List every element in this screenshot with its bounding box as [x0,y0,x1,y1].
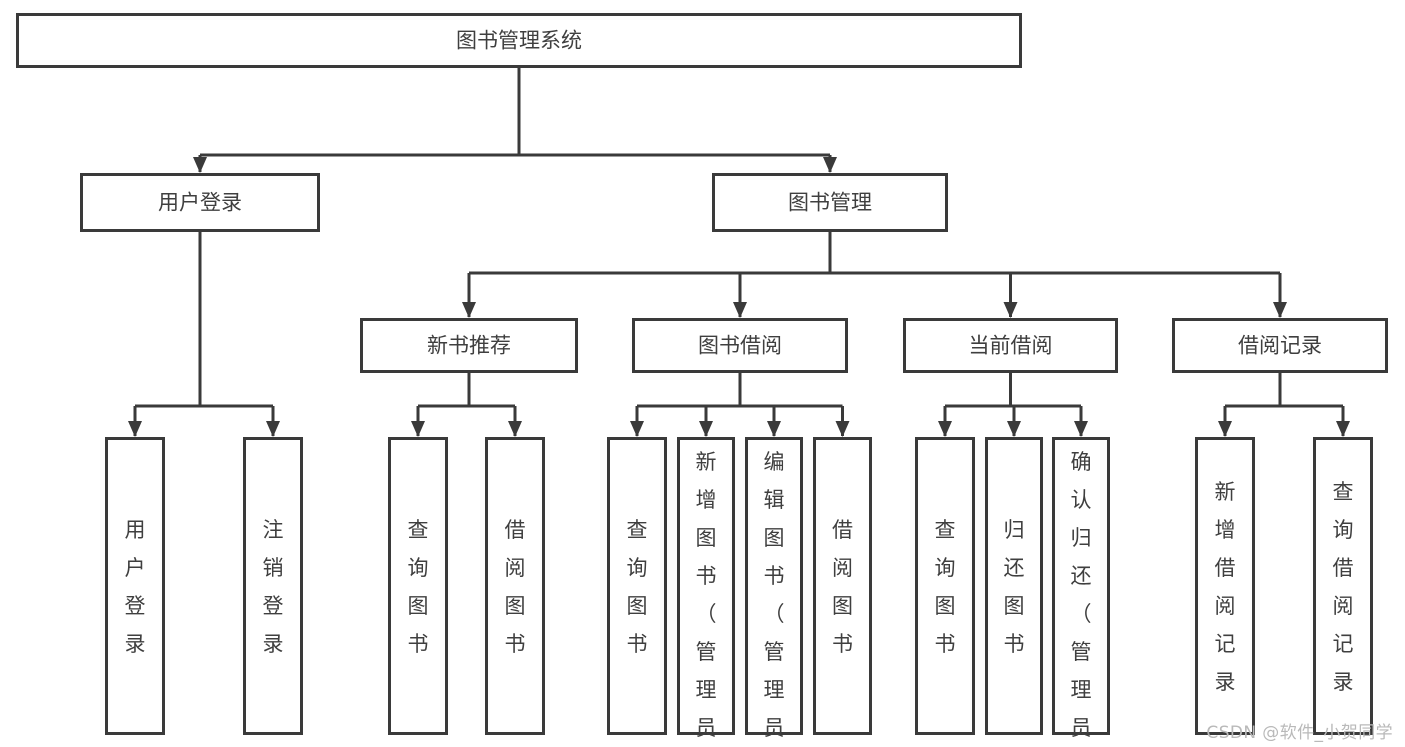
arrow-head-icon [1218,421,1232,437]
node-box [745,437,803,735]
node-box [607,437,667,735]
node-box [388,437,448,735]
node-book-manage[interactable]: 图书管理 [712,173,948,232]
node-leaf-return-book[interactable]: 归还图书 [985,437,1043,735]
node-box [632,318,848,373]
node-box [813,437,872,735]
node-label: 当前借阅 [969,334,1053,358]
node-leaf-edit-book[interactable]: 编辑图书（管理员） [745,437,803,747]
node-label: 借阅图书 [832,518,853,656]
arrow-head-icon [508,421,522,437]
node-book-borrow[interactable]: 图书借阅 [632,318,848,373]
node-box [985,437,1043,735]
node-box [105,437,165,735]
node-box [915,437,975,735]
node-leaf-query-book-borrow[interactable]: 查询图书 [607,437,667,735]
node-layer: 图书管理系统用户登录图书管理新书推荐图书借阅当前借阅借阅记录用户登录注销登录查询… [16,13,1388,747]
node-label: 新增图书（管理员） [696,450,717,747]
arrow-head-icon [767,421,781,437]
node-label: 图书借阅 [698,334,782,358]
node-box [1052,437,1110,735]
arrow-head-icon [835,421,850,437]
node-new-book-rec[interactable]: 新书推荐 [360,318,578,373]
node-label: 编辑图书（管理员） [764,450,785,747]
node-label: 确认归还（管理员） [1071,450,1092,747]
arrow-head-icon [733,302,747,318]
arrow-head-icon [266,421,280,437]
node-label: 借阅图书 [505,518,526,656]
node-label: 图书管理 [788,191,872,215]
node-leaf-query-book-rec[interactable]: 查询图书 [388,437,448,735]
node-label: 查询图书 [935,518,956,656]
node-current-borrow[interactable]: 当前借阅 [903,318,1118,373]
node-root[interactable]: 图书管理系统 [16,13,1022,68]
arrow-head-icon [193,157,207,173]
arrow-head-icon [938,421,952,437]
node-label: 新书推荐 [427,334,511,358]
node-box [16,13,1022,68]
node-box [903,318,1118,373]
arrow-head-icon [1336,421,1350,437]
arrow-head-icon [128,421,142,437]
node-box [360,318,578,373]
node-leaf-query-record[interactable]: 查询借阅记录 [1313,437,1373,735]
node-leaf-confirm-return[interactable]: 确认归还（管理员） [1052,437,1110,747]
node-box [243,437,303,735]
arrow-head-icon [1273,302,1287,318]
node-label: 用户登录 [125,518,146,656]
node-box [677,437,735,735]
node-label: 归还图书 [1004,518,1025,656]
node-leaf-borrow-book-rec[interactable]: 借阅图书 [485,437,545,735]
arrow-head-icon [1007,421,1021,437]
watermark-label: CSDN @软件_小贺同学 [1206,723,1393,743]
connector-layer [128,68,1350,437]
arrow-head-icon [699,421,713,437]
node-box [1313,437,1373,735]
node-leaf-borrow-book[interactable]: 借阅图书 [813,437,872,735]
node-label: 查询借阅记录 [1333,480,1354,694]
node-label: 图书管理系统 [456,29,582,53]
node-label: 查询图书 [627,518,648,656]
arrow-head-icon [462,302,476,318]
node-label: 用户登录 [158,191,242,215]
node-box [1195,437,1255,735]
arrow-head-icon [411,421,425,437]
node-box [485,437,545,735]
node-leaf-add-record[interactable]: 新增借阅记录 [1195,437,1255,735]
node-leaf-add-book[interactable]: 新增图书（管理员） [677,437,735,747]
node-box [1172,318,1388,373]
node-borrow-record[interactable]: 借阅记录 [1172,318,1388,373]
arrow-head-icon [823,157,837,173]
node-leaf-user-login[interactable]: 用户登录 [105,437,165,735]
node-label: 查询图书 [408,518,429,656]
node-label: 借阅记录 [1238,334,1322,358]
node-leaf-query-book-cur[interactable]: 查询图书 [915,437,975,735]
node-box [80,173,320,232]
arrow-head-icon [1003,302,1018,318]
node-box [712,173,948,232]
node-user-login[interactable]: 用户登录 [80,173,320,232]
arrow-head-icon [1074,421,1088,437]
node-label: 新增借阅记录 [1215,480,1236,694]
node-leaf-user-logout[interactable]: 注销登录 [243,437,303,735]
arrow-head-icon [630,421,644,437]
node-label: 注销登录 [263,518,284,656]
